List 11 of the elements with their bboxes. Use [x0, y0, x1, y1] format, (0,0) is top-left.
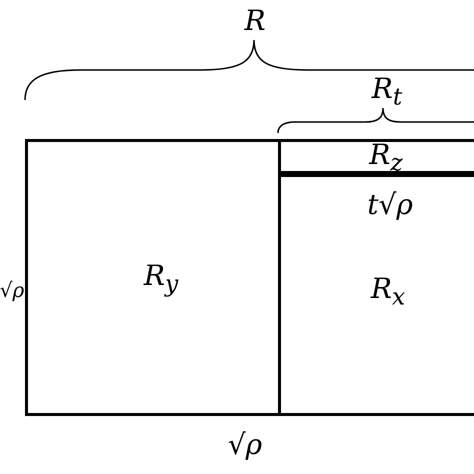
rectangle-region [25, 139, 281, 416]
dimension-label: R [244, 7, 266, 35]
dimension-label: t√ρ [367, 191, 413, 219]
region-label: R$_{y}$ [144, 262, 178, 296]
region-label: R$_{z}$ [369, 141, 403, 175]
rectangle-region [278, 171, 474, 416]
dimension-label: R$_{t}$ [372, 75, 402, 109]
dimension-label: √ρ [0, 280, 24, 300]
rectangle-region [278, 139, 474, 177]
dimension-label: √ρ [228, 431, 262, 459]
region-label: R$_{x}$ [370, 275, 406, 309]
